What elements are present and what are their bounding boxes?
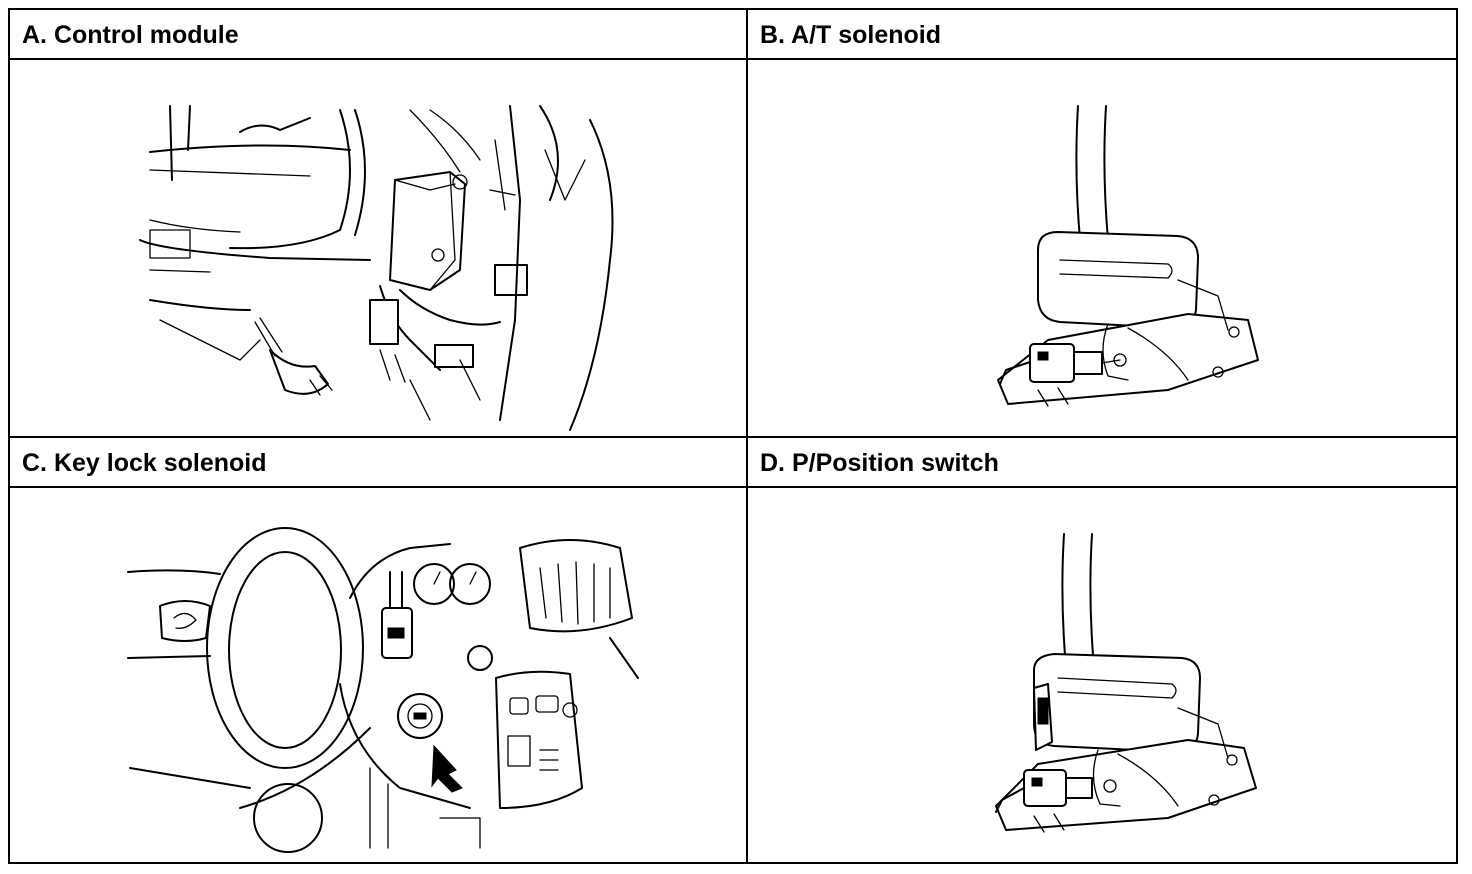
panel-title: B. A/T solenoid xyxy=(748,10,1456,60)
component-location-grid: A. Control module xyxy=(8,8,1458,864)
panel-at-solenoid: B. A/T solenoid xyxy=(748,10,1456,436)
horizontal-divider xyxy=(10,436,1456,438)
at-solenoid-illustration xyxy=(748,60,1456,436)
panel-key-lock-solenoid: C. Key lock solenoid xyxy=(10,438,746,862)
panel-title: D. P/Position switch xyxy=(748,438,1456,488)
control-module-illustration xyxy=(10,60,746,436)
key-lock-solenoid-illustration xyxy=(10,488,746,862)
panel-control-module: A. Control module xyxy=(10,10,746,436)
panel-title: C. Key lock solenoid xyxy=(10,438,746,488)
panel-p-position-switch: D. P/Position switch xyxy=(748,438,1456,862)
p-position-switch-illustration xyxy=(748,488,1456,862)
panel-title: A. Control module xyxy=(10,10,746,60)
